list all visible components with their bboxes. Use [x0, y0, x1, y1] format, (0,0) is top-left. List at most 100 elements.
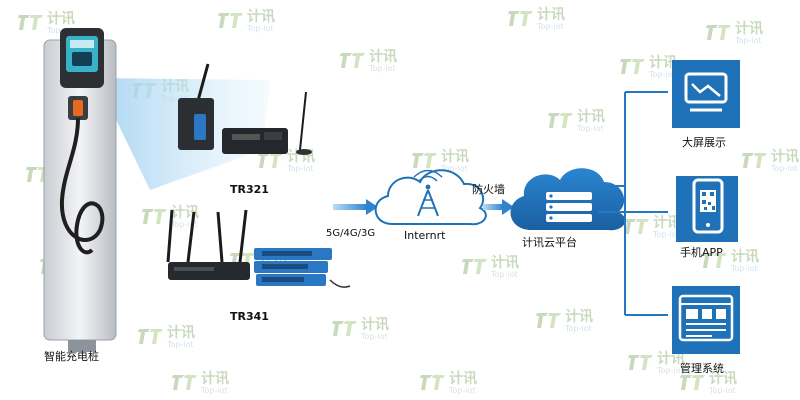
label-mobile: 手机APP [680, 246, 723, 259]
tt-logo-icon [172, 375, 197, 390]
label-router-tr341: TR341 [230, 310, 269, 323]
label-management: 管理系统 [680, 362, 724, 375]
tt-logo-icon [706, 25, 731, 40]
watermark-brand: 计讯 [369, 49, 397, 65]
watermark-latin: Top-iot [537, 22, 564, 31]
charging-cable [59, 117, 105, 255]
monitor-chart-icon [684, 72, 728, 112]
arrow-to-platform [483, 199, 514, 215]
tt-logo-icon [508, 11, 533, 26]
charging-gun-icon [73, 100, 83, 116]
watermark-brand: 计讯 [649, 55, 677, 71]
watermark-brand: 计讯 [441, 149, 469, 165]
watermark-latin: Top-iot [47, 26, 74, 35]
dashboard-panel-icon [678, 294, 734, 342]
watermark-brand: 计讯 [361, 317, 389, 333]
watermark-latin: Top-iot [565, 324, 592, 333]
watermark-latin: Top-iot [247, 24, 274, 33]
arrow-to-internet [333, 199, 378, 215]
tt-logo-icon [548, 113, 573, 128]
watermark-latin: Top-iot [171, 220, 198, 229]
router-tr341-device [166, 209, 351, 288]
watermark-latin: Top-iot [657, 366, 684, 375]
watermark-brand: 计讯 [491, 255, 519, 271]
tt-logo-icon [624, 219, 649, 234]
tt-logo-icon [138, 329, 163, 344]
watermark-latin: Top-iot [735, 36, 762, 45]
large-screen-display [672, 60, 740, 128]
label-platform: 计讯云平台 [522, 236, 577, 249]
phone-qr-icon [692, 178, 724, 234]
tt-logo-icon [142, 209, 167, 224]
label-display: 大屏展示 [682, 136, 726, 149]
tt-logo-icon [332, 321, 357, 336]
watermark-brand: 计讯 [731, 249, 759, 265]
watermark-latin: Top-iot [491, 270, 518, 279]
server-icon [546, 192, 592, 222]
watermark-latin: Top-iot [649, 70, 676, 79]
tt-logo-icon [536, 313, 561, 328]
label-charger: 智能充电桩 [44, 350, 99, 363]
tt-logo-icon [680, 375, 705, 390]
watermark-latin: Top-iot [369, 64, 396, 73]
router-tr321-device [178, 63, 312, 155]
tt-logo-icon [412, 153, 437, 168]
watermark-latin: Top-iot [771, 164, 798, 173]
tower-icon [413, 169, 443, 217]
tt-logo-icon [462, 259, 487, 274]
watermark-brand: 计讯 [565, 309, 593, 325]
tt-logo-icon [340, 53, 365, 68]
watermark-brand: 计讯 [201, 371, 229, 387]
tt-logo-icon [258, 153, 283, 168]
watermark-brand: 计讯 [537, 7, 565, 23]
watermark-latin: Top-iot [167, 340, 194, 349]
watermark-latin: Top-iot [441, 164, 468, 173]
watermark-latin: Top-iot [709, 386, 736, 395]
label-firewall: 防火墙 [472, 183, 505, 196]
tt-logo-icon [18, 15, 43, 30]
watermark-latin: Top-iot [449, 386, 476, 395]
watermark-brand: 计讯 [247, 9, 275, 25]
watermark-latin: Top-iot [201, 386, 228, 395]
label-internet: Internrt [404, 229, 446, 242]
watermark-latin: Top-iot [653, 230, 680, 239]
watermark-brand: 计讯 [167, 325, 195, 341]
cloud-platform [510, 168, 626, 231]
label-router-tr321: TR321 [230, 183, 269, 196]
tt-logo-icon [742, 153, 767, 168]
watermark-brand: 计讯 [47, 11, 75, 27]
connector-lines [598, 91, 668, 316]
watermark-latin: Top-iot [577, 124, 604, 133]
watermark-latin: Top-iot [361, 332, 388, 341]
management-system [672, 286, 740, 354]
label-network: 5G/4G/3G [326, 228, 376, 239]
internet-cloud [374, 169, 487, 226]
tt-logo-icon [420, 375, 445, 390]
watermark-brand: 计讯 [709, 371, 737, 387]
watermark-brand: 计讯 [577, 109, 605, 125]
tt-logo-icon [620, 59, 645, 74]
watermark-latin: Top-iot [731, 264, 758, 273]
mobile-app [676, 176, 738, 242]
